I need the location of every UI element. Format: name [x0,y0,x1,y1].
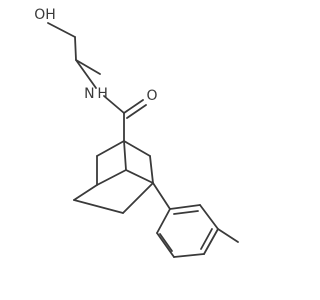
bond-ring-1-inner [173,210,199,215]
bond-cage-1 [96,140,125,157]
bond-ring-2 [199,204,219,230]
bond-cage-8 [73,184,98,201]
bond-ring-6 [156,208,171,234]
bond-ring-3-inner [200,228,213,250]
bond-c-o-2 [126,104,147,119]
bond-ring-5 [156,232,175,258]
bond-ring-4 [173,253,205,258]
structure-canvas: OH N H O [34,7,239,258]
bond-cage-aryl [152,182,171,210]
molecule-structure: OH N H O [34,7,239,258]
bond-ring-1 [169,204,201,210]
bond-o-ch2 [47,22,76,38]
bond-c-o-1 [123,99,144,114]
bond-ch-methyl [75,59,101,75]
bond-n-c [103,95,125,114]
bond-ring-5-inner [159,233,173,252]
bond-cage-10 [122,182,154,214]
atom-label-nh: N H [84,86,108,102]
bond-ring-methyl [217,228,239,243]
bond-ch2-ch [74,36,77,61]
bond-cage-5 [149,155,154,184]
atom-label-oh: OH [34,7,56,23]
bond-ch-n [75,59,97,89]
atom-label-o: O [146,88,157,104]
bond-cage-2 [123,140,151,157]
bond-cage-9 [73,199,124,214]
bond-ring-3 [203,228,219,255]
bond-cage-3 [123,140,127,171]
bond-cage-6 [96,169,127,186]
bond-cage-7 [125,169,154,184]
